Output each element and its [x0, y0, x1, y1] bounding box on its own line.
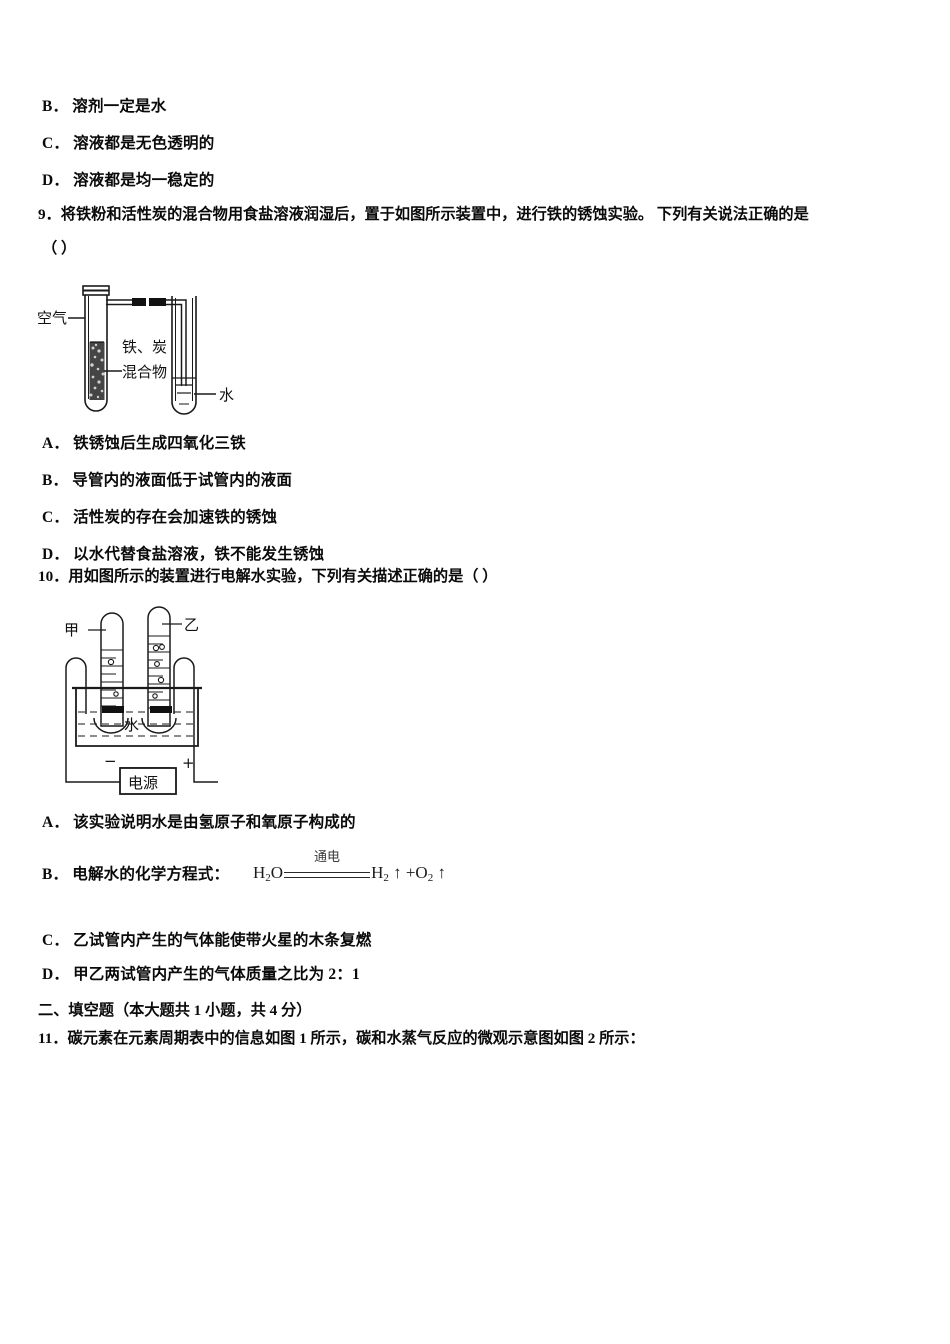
question-text: 将铁粉和活性炭的混合物用食盐溶液润湿后，置于如图所示装置中，进行铁的锈蚀实验。 … [60, 206, 809, 223]
electrode-cup-right [141, 717, 177, 734]
section-2-heading: 二、填空题（本大题共 1 小题，共 4 分） [38, 1002, 312, 1019]
option-text: 甲乙两试管内产生的气体质量之比为 2：1 [73, 966, 360, 983]
wire-right-loop [173, 657, 195, 714]
gas-bubbles [107, 644, 165, 699]
option-label: A． [42, 435, 70, 452]
option-label: C． [42, 932, 70, 949]
option-item: D．以水代替食盐溶液，铁不能发生锈蚀 [42, 546, 324, 564]
option-item: C．溶液都是无色透明的 [42, 135, 214, 153]
water-tube-outline [171, 296, 197, 415]
wire-left-loop [65, 657, 87, 714]
option-item: B．溶剂一定是水 [42, 98, 166, 116]
label-water: 水 [124, 716, 139, 734]
label-water: 水 [219, 386, 234, 404]
option-text: 溶液都是均一稳定的 [73, 172, 215, 189]
label-negative-terminal: − [104, 752, 117, 770]
figure-electrolysis-svg: 甲 乙 水 电源 − + [64, 606, 218, 795]
question-10-stem: 10．用如图所示的装置进行电解水实验，下列有关描述正确的是（ ） [38, 568, 497, 585]
option-item: C．乙试管内产生的气体能使带火星的木条复燃 [42, 932, 371, 950]
label-tube-jia: 甲 [64, 621, 79, 639]
question-number: 10． [38, 568, 69, 585]
figure-rust-experiment: 空气 铁、炭 混合物 水 [36, 278, 296, 423]
option-label: B． [42, 472, 69, 489]
label-positive-terminal: + [182, 754, 195, 772]
option-text: 该实验说明水是由氢原子和氧原子构成的 [73, 814, 356, 831]
power-source-box [119, 767, 177, 795]
option-text: 电解水的化学方程式： [72, 866, 230, 883]
option-item: D．溶液都是均一稳定的 [42, 172, 214, 190]
option-text: 溶液都是无色透明的 [73, 135, 215, 152]
option-text: 以水代替食盐溶液，铁不能发生锈蚀 [73, 546, 325, 563]
equation-arrow: 通电 [284, 850, 371, 883]
water-trough [75, 688, 199, 747]
label-air: 空气 [37, 309, 67, 327]
question-9-answer-blank: （ ） [42, 240, 77, 257]
test-tube-outline [84, 294, 108, 412]
tube-yi-graduations [148, 635, 170, 709]
tube-jia-graduations [101, 649, 123, 707]
electrode-left [102, 706, 124, 713]
option-item: A．铁锈蚀后生成四氧化三铁 [42, 435, 246, 453]
clamp-gap [146, 297, 149, 307]
water-level-dashes [78, 711, 196, 737]
option-text: 乙试管内产生的气体能使带火星的木条复燃 [73, 932, 372, 949]
chemical-equation-electrolysis: H2O 通电 H2 ↑ +O2 ↑ [253, 850, 446, 885]
equation-reactant: H2O [253, 863, 284, 885]
question-9-stem: 9．将铁粉和活性炭的混合物用食盐溶液润湿后，置于如图所示装置中，进行铁的锈蚀实验… [38, 206, 809, 223]
option-label: B． [42, 866, 69, 883]
label-power-source: 电源 [128, 774, 158, 792]
option-item: B．电解水的化学方程式： [42, 866, 229, 884]
question-11-stem: 11．碳元素在元素周期表中的信息如图 1 所示，碳和水蒸气反应的微观示意图如图 … [38, 1030, 645, 1047]
wire-left-down [65, 714, 120, 783]
option-item: C．活性炭的存在会加速铁的锈蚀 [42, 509, 277, 527]
question-number: 9． [38, 206, 61, 223]
option-label: A． [42, 814, 70, 831]
tube-yi-outline [147, 606, 171, 727]
option-text: 活性炭的存在会加速铁的锈蚀 [73, 509, 278, 526]
delivery-tube-inner [106, 303, 183, 386]
equation-condition: 通电 [314, 849, 341, 865]
label-mixture-line2: 混合物 [122, 363, 167, 381]
electrode-right [150, 706, 172, 713]
option-label: B． [42, 98, 69, 115]
figure-rust-svg: 空气 铁、炭 混合物 水 [37, 285, 234, 415]
label-tube-yi: 乙 [184, 616, 199, 634]
option-text: 铁锈蚀后生成四氧化三铁 [73, 435, 246, 452]
option-item: D．甲乙两试管内产生的气体质量之比为 2：1 [42, 966, 360, 984]
option-label: D． [42, 966, 70, 983]
option-label: C． [42, 509, 70, 526]
option-item: B．导管内的液面低于试管内的液面 [42, 472, 292, 490]
option-label: D． [42, 172, 70, 189]
question-text: 用如图所示的装置进行电解水实验，下列有关描述正确的是（ ） [68, 568, 498, 585]
figure-electrolysis: 甲 乙 水 电源 − + [58, 606, 288, 798]
option-label: C． [42, 135, 70, 152]
wire-right-down [193, 714, 218, 783]
question-text: 碳元素在元素周期表中的信息如图 1 所示，碳和水蒸气反应的微观示意图如图 2 所… [67, 1030, 645, 1047]
label-mixture-line1: 铁、炭 [122, 338, 167, 356]
question-number: 11． [38, 1030, 68, 1047]
tube-jia-outline [100, 612, 124, 727]
iron-carbon-mixture [89, 341, 105, 400]
equation-product-2: +O2 ↑ [405, 863, 446, 885]
option-label: D． [42, 546, 70, 563]
equation-product-1: H2 ↑ [371, 863, 402, 885]
option-text: 导管内的液面低于试管内的液面 [72, 472, 293, 489]
option-item: A．该实验说明水是由氢原子和氧原子构成的 [42, 814, 356, 832]
electrode-cup-left [93, 717, 129, 734]
option-text: 溶剂一定是水 [72, 98, 167, 115]
water-level-marks [172, 377, 196, 405]
